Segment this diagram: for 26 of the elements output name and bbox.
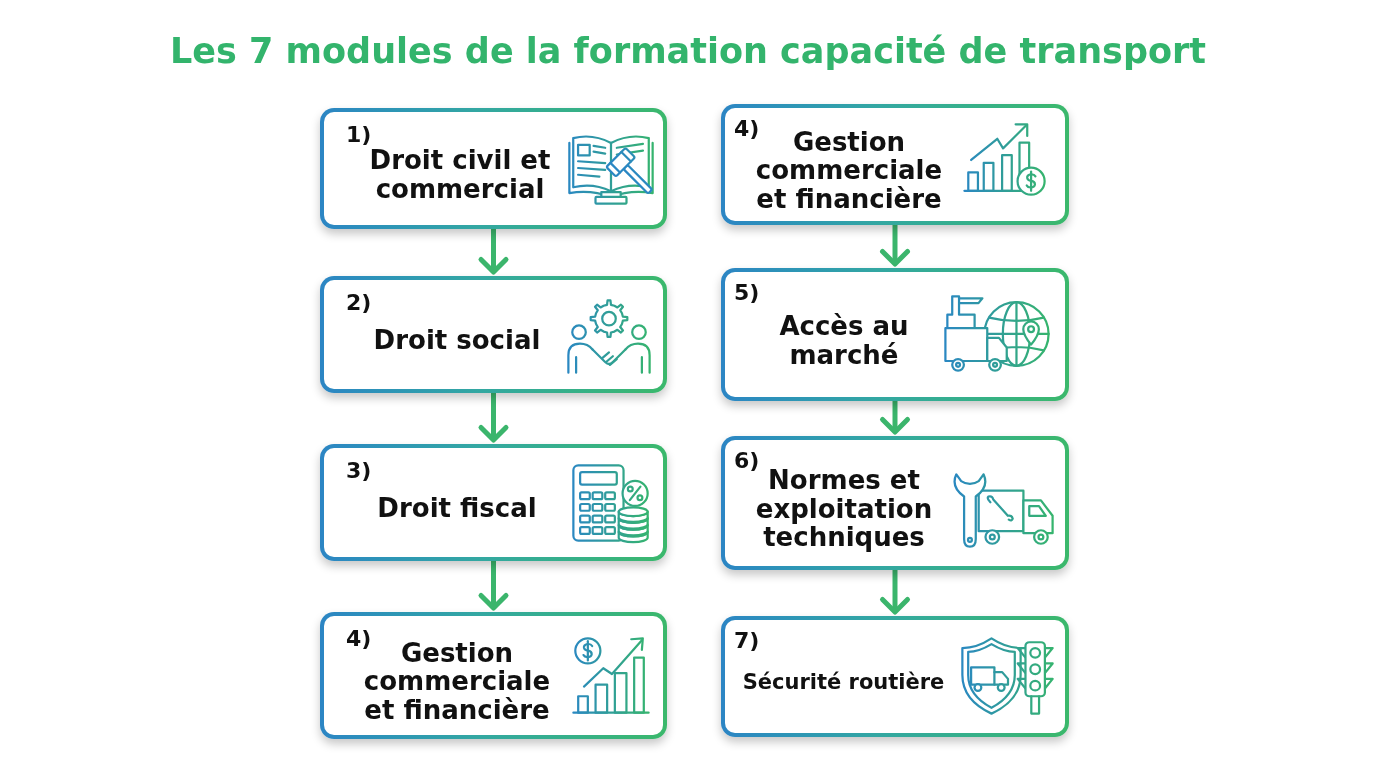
module-card [320, 276, 667, 393]
module-title: Sécurité routière [742, 670, 945, 695]
step-number: 7) [734, 630, 760, 652]
module-card [721, 436, 1069, 570]
module-card [721, 268, 1069, 401]
arrow [478, 393, 509, 443]
module-title: Accès au marché [778, 311, 910, 370]
step-number: 6) [734, 450, 760, 472]
module-title: Droit fiscal [377, 494, 537, 523]
module-card [721, 104, 1069, 225]
module-title: Droit social [373, 326, 541, 355]
module-title: Droit civil et commercial [369, 145, 552, 204]
arrow [880, 225, 910, 267]
module-card [721, 616, 1069, 737]
module-card [320, 612, 667, 739]
diagram-title: Les 7 modules de la formation capacité de transport [170, 30, 1206, 73]
module-card [320, 108, 667, 229]
arrow [880, 401, 910, 435]
arrow [478, 229, 509, 275]
step-number: 3) [346, 460, 372, 482]
arrow [880, 570, 910, 615]
module-card [320, 444, 667, 561]
arrow [478, 561, 509, 611]
step-number: 5) [734, 282, 760, 304]
step-number: 2) [346, 292, 372, 314]
step-number: 1) [346, 124, 372, 146]
